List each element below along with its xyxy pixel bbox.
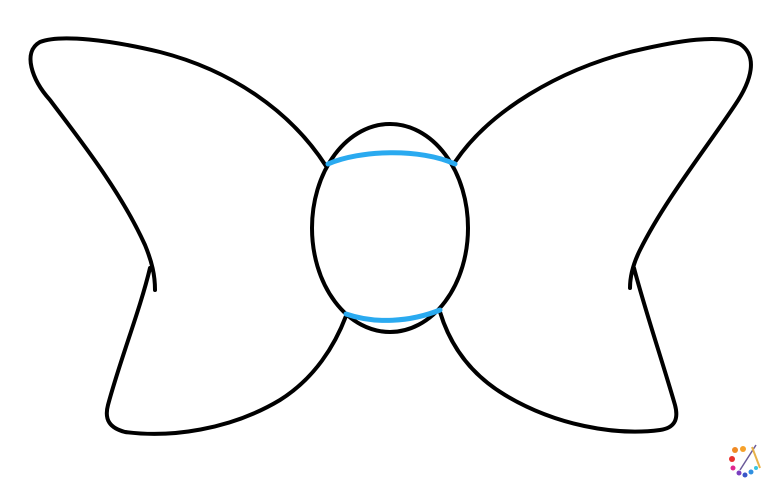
knot-top-band xyxy=(325,150,458,167)
left-wing xyxy=(28,36,348,436)
palette-brush-icon xyxy=(729,444,761,478)
bow-knot xyxy=(310,122,470,334)
right-wing xyxy=(438,36,753,434)
knot-bottom-band xyxy=(343,307,443,323)
